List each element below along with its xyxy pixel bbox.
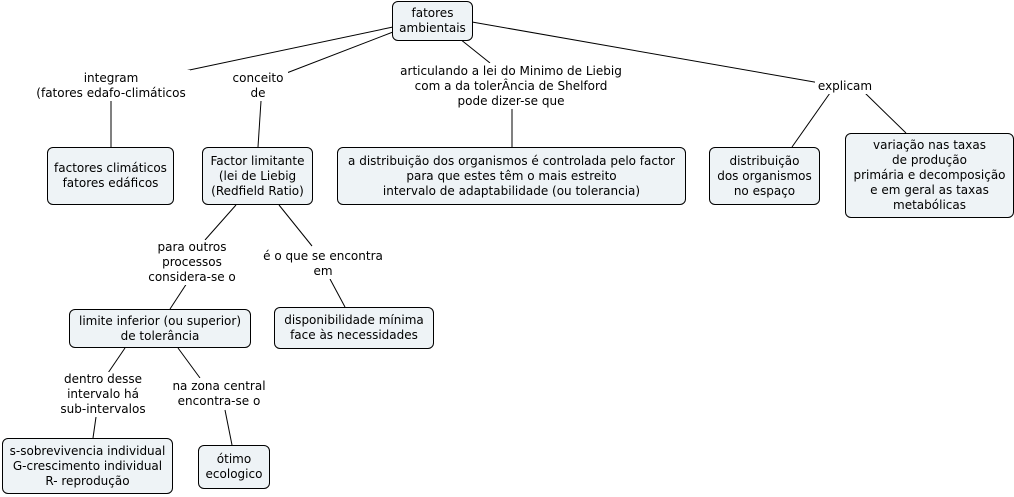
node-distribuicao-controlada[interactable]: a distribuição dos organismos é controla… — [337, 147, 686, 205]
node-sub-intervalos[interactable]: s-sobrevivencia individual G-crescimento… — [2, 438, 173, 494]
link-label-para-outros: para outros processos considera-se o — [144, 240, 240, 285]
node-distribuicao-espaco[interactable]: distribuição dos organismos no espaço — [709, 147, 820, 205]
link-label-e-o-que: é o que se encontra em — [259, 248, 387, 279]
link-label-explicam: explicam — [815, 78, 875, 94]
node-text: variação nas taxas de produção primária … — [853, 138, 1006, 212]
link-label-dentro-desse: dentro desse intervalo há sub-intervalos — [55, 372, 151, 417]
node-text: factores climáticos fatores edáficos — [54, 161, 167, 190]
node-variacao-taxas[interactable]: variação nas taxas de produção primária … — [845, 133, 1014, 218]
node-text: fatores ambientais — [399, 6, 466, 35]
node-fatores-ambientais[interactable]: fatores ambientais — [392, 1, 473, 41]
node-factor-limitante[interactable]: Factor limitante (lei de Liebig (Redfiel… — [202, 147, 313, 205]
link-label-na-zona: na zona central encontra-se o — [169, 378, 269, 409]
node-text: Factor limitante (lei de Liebig (Redfiel… — [210, 153, 305, 198]
node-text: distribuição dos organismos no espaço — [717, 153, 812, 198]
node-text: limite inferior (ou superior) de tolerân… — [78, 313, 242, 343]
node-factores-climaticos[interactable]: factores climáticos fatores edáficos — [47, 147, 174, 205]
node-disponibilidade-minima[interactable]: disponibilidade mínima face às necessida… — [274, 307, 434, 349]
link-label-integram: integram (fatores edafo-climáticos — [32, 70, 190, 101]
node-text: ótimo ecologico — [205, 452, 263, 481]
node-text: s-sobrevivencia individual G-crescimento… — [9, 443, 166, 488]
node-text: a distribuição dos organismos é controla… — [348, 153, 675, 198]
link-label-conceito: conceito de — [228, 71, 288, 101]
link-label-articulando: articulando a lei do Minimo de Liebig co… — [395, 63, 627, 109]
node-otimo-ecologico[interactable]: ótimo ecologico — [198, 445, 270, 489]
node-text: disponibilidade mínima face às necessida… — [284, 313, 424, 342]
node-limite-inferior[interactable]: limite inferior (ou superior) de tolerân… — [69, 309, 251, 348]
